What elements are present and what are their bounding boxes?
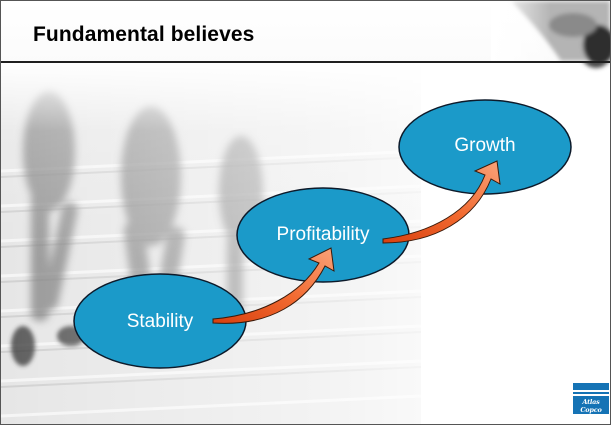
- node-label-stability: Stability: [126, 311, 194, 332]
- arrow-profitability-to-growth: [382, 160, 501, 244]
- title-underline: [1, 61, 610, 63]
- slide-title: Fundamental believes: [33, 23, 255, 46]
- node-growth: [398, 99, 572, 195]
- logo-wordmark: Atlas Copco: [580, 398, 602, 414]
- atlas-copco-logo: Atlas Copco: [573, 383, 609, 414]
- node-label-growth: Growth: [454, 135, 516, 156]
- arrow-stability-to-profitability: [212, 247, 335, 324]
- header-photo-corner: [491, 1, 610, 63]
- node-label-profitability: Profitability: [276, 224, 370, 245]
